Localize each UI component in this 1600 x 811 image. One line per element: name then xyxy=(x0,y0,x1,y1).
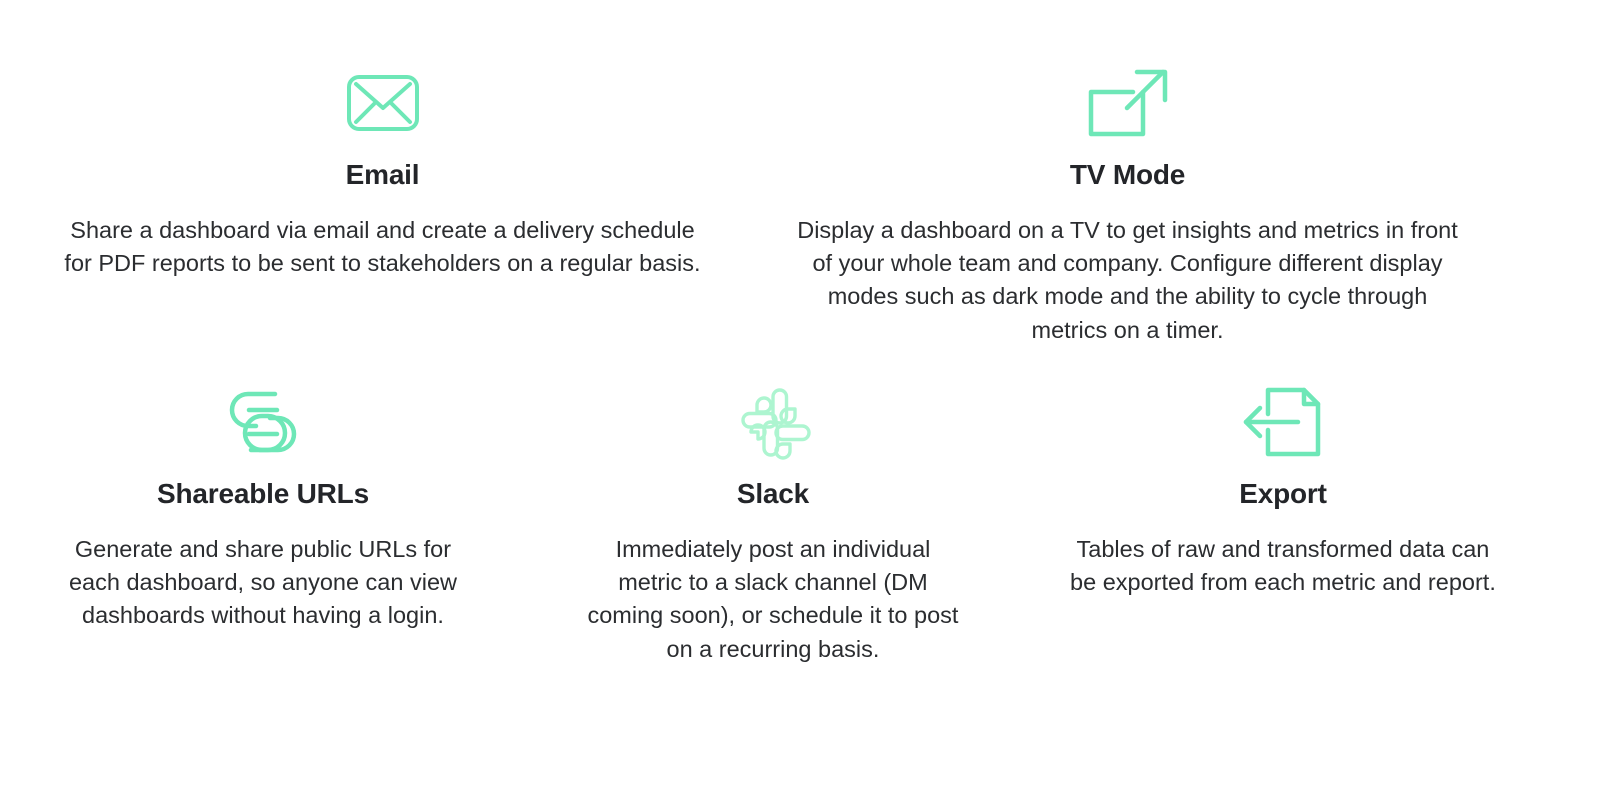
feature-description: Tables of raw and transformed data can b… xyxy=(1070,535,1496,595)
feature-card-email: Email Share a dashboard via email and cr… xyxy=(10,62,755,347)
link-chain-icon xyxy=(225,381,301,463)
feature-card-tv-mode: TV Mode Display a dashboard on a TV to g… xyxy=(755,62,1500,347)
feature-card-slack: Slack Immediately post an individual met… xyxy=(518,381,1028,666)
feature-card-shareable-urls: Shareable URLs Generate and share public… xyxy=(8,381,518,666)
slack-icon xyxy=(739,381,811,463)
feature-card-export: Export Tables of raw and transformed dat… xyxy=(1028,381,1538,666)
feature-description: Immediately post an individual metric to… xyxy=(587,535,959,662)
external-link-icon xyxy=(1087,62,1169,144)
feature-title: Shareable URLs xyxy=(157,478,369,510)
feature-description: Display a dashboard on a TV to get insig… xyxy=(797,216,1458,343)
feature-title: Export xyxy=(1239,478,1327,510)
feature-description: Share a dashboard via email and create a… xyxy=(64,216,701,276)
feature-description: Generate and share public URLs for each … xyxy=(68,535,457,629)
feature-row-top: Email Share a dashboard via email and cr… xyxy=(10,0,1500,347)
feature-title: Email xyxy=(345,159,420,190)
feature-title: Slack xyxy=(736,478,810,510)
feature-row-bottom: Shareable URLs Generate and share public… xyxy=(8,347,1538,666)
feature-title: TV Mode xyxy=(1069,159,1186,190)
file-export-icon xyxy=(1242,381,1324,463)
envelope-icon xyxy=(346,62,419,144)
